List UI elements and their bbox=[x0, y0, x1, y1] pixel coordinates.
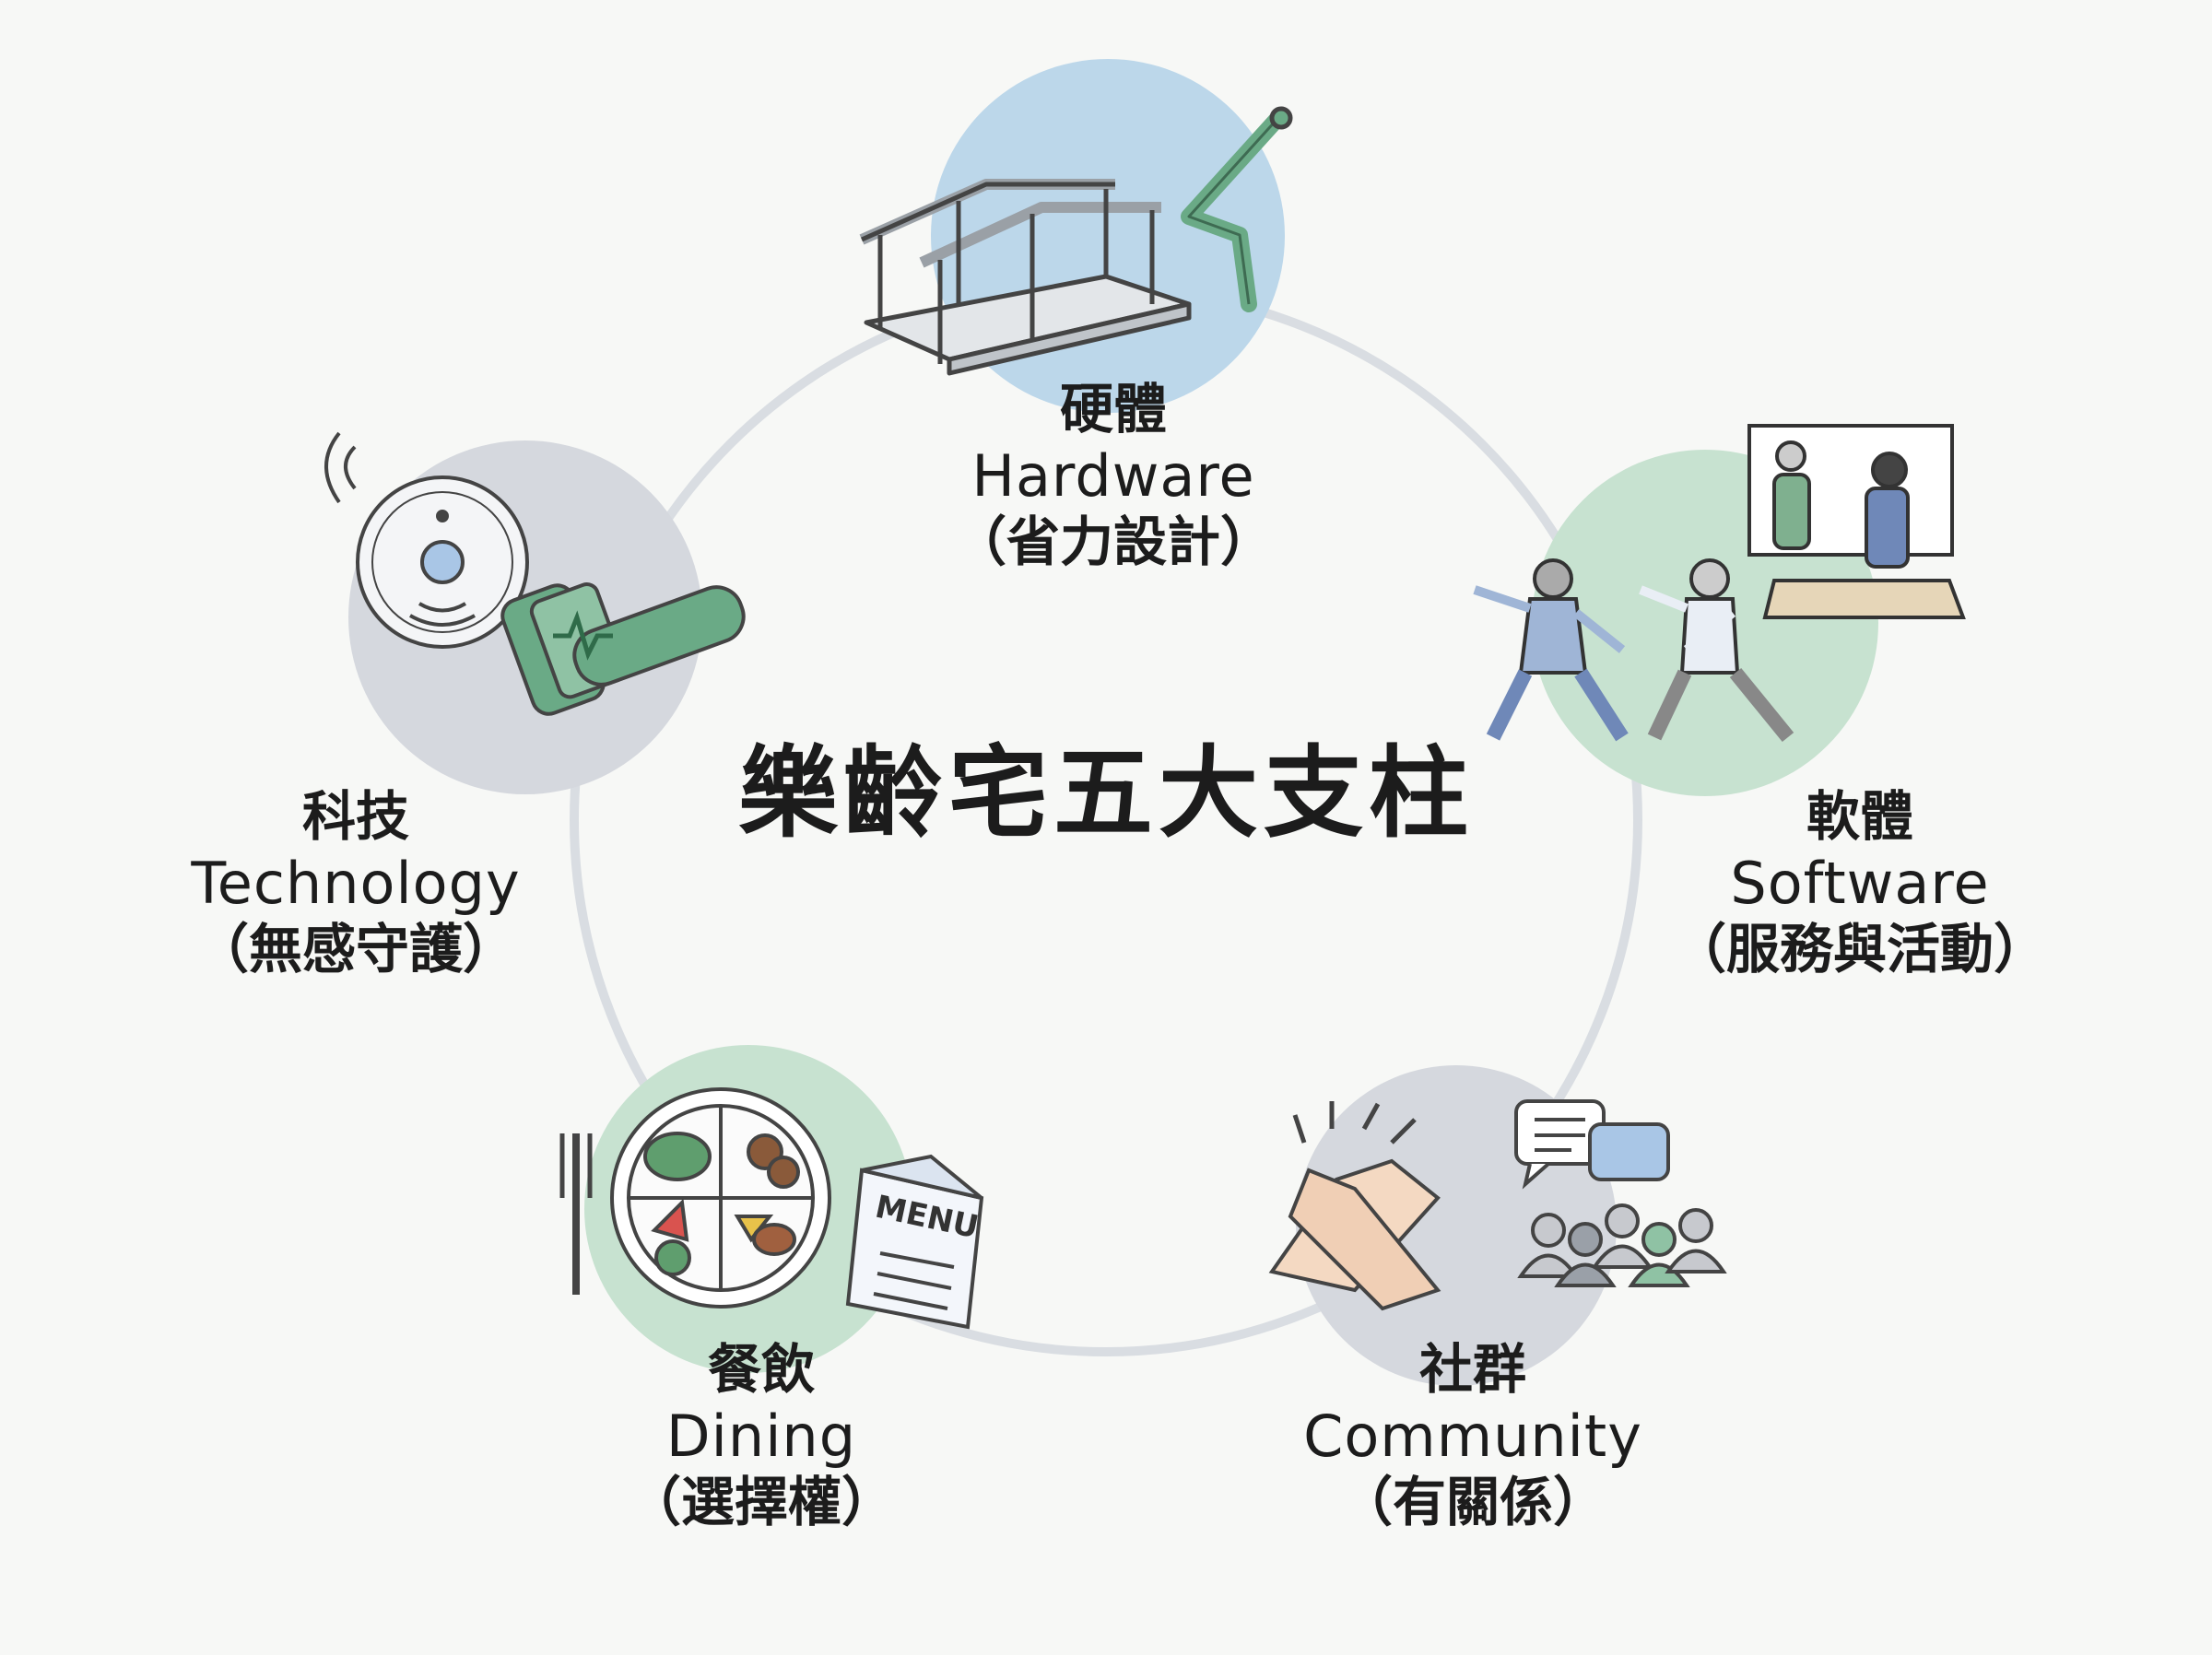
pillar-zh: 硬體 bbox=[1059, 378, 1168, 440]
sensor-smartwatch-icon bbox=[324, 431, 746, 716]
pillar-sub: （省力設計） bbox=[952, 510, 1275, 573]
pillar-label-community: 社群 Community （有關係） bbox=[1303, 1338, 1642, 1535]
pillar-zh: 軟體 bbox=[1806, 785, 1914, 848]
pillar-sub: （有關係） bbox=[1338, 1470, 1606, 1533]
pillar-sub: （選擇權） bbox=[627, 1470, 896, 1533]
pillar-label-software: 軟體 Software （服務與活動） bbox=[1673, 785, 2047, 982]
handshake-group-icon bbox=[1268, 1099, 1727, 1311]
pillar-label-technology: 科技 Technology （無感守護） bbox=[191, 785, 520, 982]
pillar-zh: 社群 bbox=[1418, 1338, 1526, 1401]
pillar-zh: 科技 bbox=[301, 785, 410, 848]
pillar-zh: 餐飲 bbox=[707, 1338, 816, 1401]
diagram-title: 樂齡宅五大支柱 bbox=[737, 736, 1475, 851]
tai-chi-class-icon bbox=[1473, 424, 1966, 743]
pillar-label-dining: 餐飲 Dining （選擇權） bbox=[628, 1338, 895, 1535]
pillar-en: Community bbox=[1303, 1402, 1642, 1470]
pillar-en: Technology bbox=[191, 849, 521, 917]
ramp-handrail-icon bbox=[859, 106, 1293, 376]
pillar-label-hardware: 硬體 Hardware （省力設計） bbox=[953, 378, 1274, 575]
pillar-sub: （服務與活動） bbox=[1672, 917, 2048, 980]
pillar-en: Hardware bbox=[971, 441, 1255, 510]
pillar-en: Software bbox=[1730, 849, 1990, 917]
plate-menu-icon: MENU bbox=[559, 1087, 984, 1330]
pillar-sub: （無感守護） bbox=[194, 917, 517, 980]
pillar-en: Dining bbox=[665, 1402, 857, 1470]
